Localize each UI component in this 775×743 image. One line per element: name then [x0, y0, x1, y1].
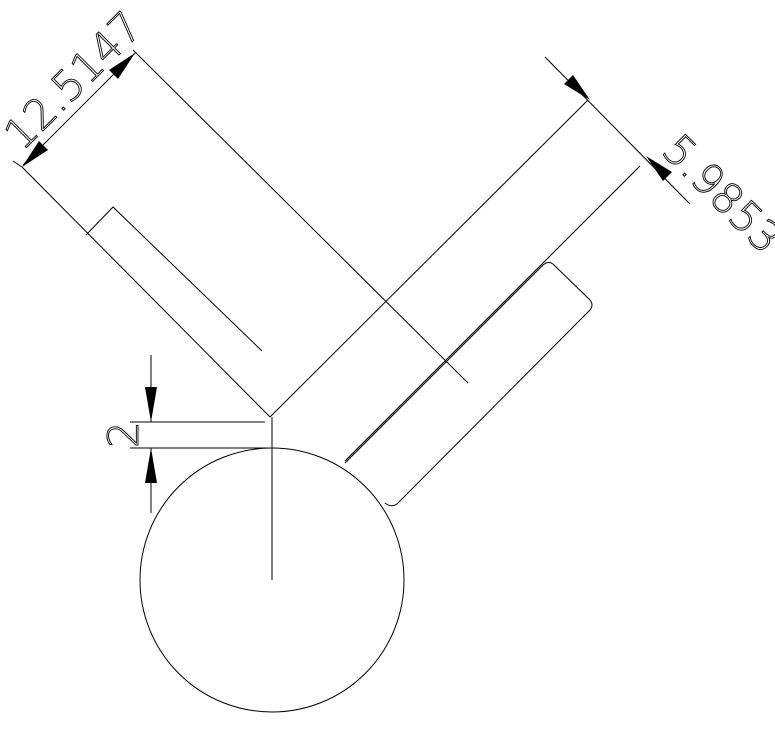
dim-text-length: 12.5147 — [0, 2, 152, 159]
v-left-inner-step — [85, 206, 263, 352]
arrowhead-gap-upper — [145, 387, 157, 422]
v-block-outline — [21, 99, 589, 418]
dimension-gap: 2 — [99, 355, 268, 513]
arrowhead-gap-lower — [145, 448, 157, 483]
dimension-length: 12.5147 — [0, 1, 152, 167]
arrowhead-length-upper — [109, 53, 135, 79]
dim-text-gap: 2 — [99, 421, 148, 448]
dimension-width: 5.9853 — [564, 75, 775, 263]
arrowhead-length-lower — [22, 141, 48, 167]
rounded-block — [344, 262, 593, 507]
right-arm — [344, 56, 691, 462]
extension-line-right — [544, 56, 691, 205]
arrowhead-width-lower — [646, 156, 672, 181]
v-outer-left-edge — [21, 166, 271, 418]
dim-text-width: 5.9853 — [653, 124, 775, 263]
v-right-parallel-edge — [344, 165, 641, 462]
arrowhead-width-upper — [564, 75, 590, 100]
extension-line-left — [12, 160, 23, 168]
v-outer-right-edge — [269, 99, 589, 418]
extension-line-top — [132, 49, 469, 384]
